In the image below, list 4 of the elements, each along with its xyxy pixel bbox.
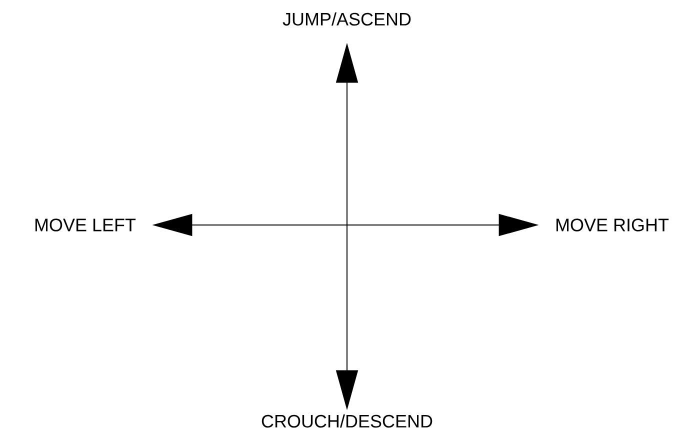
direction-label: CROUCH/DESCEND xyxy=(262,414,432,428)
direction-label: MOVE RIGHT xyxy=(556,218,669,232)
direction-label: MOVE LEFT xyxy=(35,218,136,232)
direction-label: JUMP/ASCEND xyxy=(282,12,411,26)
